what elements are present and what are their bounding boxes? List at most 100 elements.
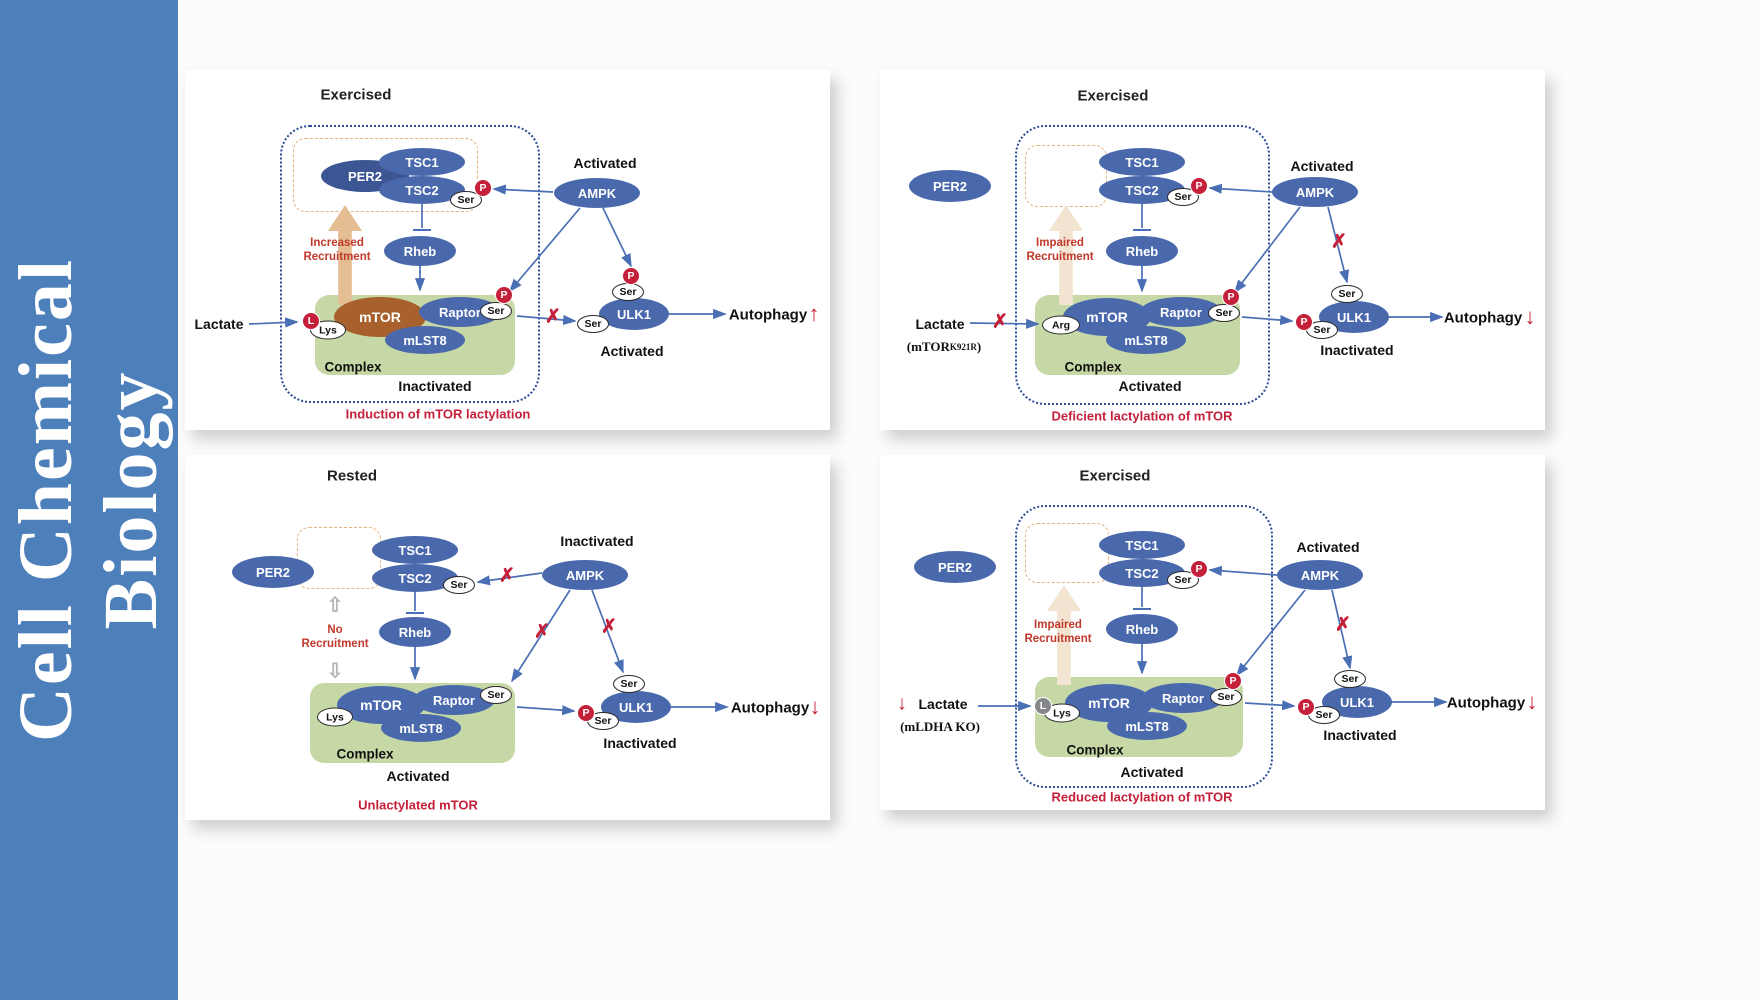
recruitment-label-line2: Recruitment [303,251,371,263]
node-per2: PER2 [909,170,991,202]
arrow-ampk-to-tsc2 [1208,565,1278,576]
panel-exercised-mldha-ko: Exercised PER2 Impaired Recruitment TSC1… [880,455,1545,810]
autophagy-down-arrow: ↓ [1526,689,1538,714]
recruitment-label-line1: Impaired [1036,237,1084,250]
panel-title: Exercised [320,86,392,104]
block-x-mark: ✗ [545,306,561,328]
arrow-ampk-to-tsc2 [1208,183,1273,194]
ser-site: Ser [1167,188,1199,206]
autophagy-label: Autophagy [1446,694,1526,712]
block-x-mark: ✗ [499,565,515,587]
node-ulk1: ULK1 [599,298,669,330]
ser-site: Ser [480,686,512,704]
phospho-mark: P [1190,560,1208,578]
arrow-complex-to-ulk1 [1241,314,1294,326]
arrow-ampk-to-ulk1 [602,207,632,268]
autophagy-label: Autophagy [730,699,810,717]
arrow-lactate-to-lys [248,317,299,328]
panel-title: Exercised [1079,467,1151,485]
phospho-mark: P [1224,672,1242,690]
node-mlst8: mLST8 [381,714,461,742]
phospho-mark: P [1222,288,1240,306]
pathway-arrows [969,183,1444,329]
node-per2: PER2 [914,551,996,583]
lactyl-mark-gray: L [1034,697,1052,715]
node-mlst8: mLST8 [1106,326,1186,354]
node-mlst8: mLST8 [385,326,465,354]
node-tsc1: TSC1 [372,536,458,564]
node-rheb: Rheb [1106,236,1178,266]
ampk-state: Inactivated [560,533,634,549]
panel-caption: Reduced lactylation of mTOR [1051,789,1233,805]
arrow-complex-to-ulk1 [516,705,576,716]
autophagy-up-arrow: ↑ [808,301,820,326]
journal-title-line1: Cell Chemical [3,257,88,743]
arrow-ampk-to-complex [508,207,581,293]
journal-banner: Cell Chemical Biology [0,0,178,1000]
ulk1-state: Inactivated [1320,342,1394,358]
phospho-mark: P [474,179,492,197]
arrow-ampk-to-complex [511,589,571,683]
lys-site: Lys [310,320,346,340]
arrow-complex-to-ulk1 [1244,700,1296,711]
complex-label: Complex [324,359,382,375]
phospho-mark: P [495,286,513,304]
no-recruitment-down-icon: ⇩ [326,660,344,683]
panel-exercised-k921r: Exercised PER2 Impaired Recruitment TSC1… [880,70,1545,430]
mutant-label-sup: K921R [949,342,977,352]
panel-rested-unlactylated: Rested PER2 ⇧ No Recruitment ⇩ TSC1 TSC2… [185,455,830,820]
block-x-mark: ✗ [992,311,1008,333]
autophagy-label: Autophagy [1443,309,1523,327]
pathway-arrows [406,572,729,716]
ser-site: Ser [1208,304,1240,322]
lactate-label: Lactate [915,316,965,332]
recruitment-label: Increased Recruitment [303,237,370,265]
autophagy-down-arrow: ↓ [1524,304,1536,329]
ser-site: Ser [450,191,482,209]
ko-label: (mLDHA KO) [900,719,980,734]
ser-site: Ser [577,315,609,333]
node-ampk: AMPK [1277,560,1363,590]
arrow-ampk-to-ulk1 [1327,206,1350,284]
ampk-state: Activated [1290,158,1354,174]
ser-site: Ser [612,283,644,301]
panel-title: Exercised [1077,87,1149,105]
ser-site: Ser [1210,688,1242,706]
panel-caption: Deficient lactylation of mTOR [1051,408,1233,424]
panel-exercised-induction: Exercised Increased Recruitment PER2 TSC… [185,70,830,430]
phospho-mark: P [1295,313,1313,331]
pathway-arrows [248,184,727,328]
ser-site: Ser [1334,670,1366,688]
journal-title: Cell Chemical Biology [4,258,174,742]
complex-label: Complex [1066,742,1124,758]
node-mlst8: mLST8 [1107,712,1187,740]
recruitment-label-line1: No [327,624,343,637]
phospho-mark: P [577,704,595,722]
block-x-mark: ✗ [534,621,550,643]
ulk1-state: Inactivated [603,735,677,751]
recruitment-zone [293,138,478,212]
node-rheb: Rheb [379,617,451,647]
autophagy-label: Autophagy [728,306,808,324]
block-x-mark: ✗ [1331,231,1347,253]
complex-state: Activated [1120,764,1184,780]
recruitment-label: Impaired Recruitment [1024,619,1091,647]
node-ampk: AMPK [1272,177,1358,207]
mutant-label-pre: (mTOR [906,339,950,354]
recruitment-label-line2: Recruitment [1024,633,1092,645]
ser-site: Ser [443,576,475,594]
recruitment-label: Impaired Recruitment [1026,237,1093,265]
no-recruitment-up-icon: ⇧ [326,594,344,617]
pathway-boundary [280,125,540,403]
arrow-lactate-to-arg [969,318,1040,329]
arg-site: Arg [1042,315,1080,335]
complex-label: Complex [336,746,394,762]
node-per2: PER2 [232,556,314,588]
complex-label: Complex [1064,359,1122,375]
recruitment-label-line1: Increased [310,237,364,250]
recruitment-label-line1: Impaired [1034,619,1082,632]
panel-caption: Unlactylated mTOR [358,797,478,813]
lactyl-mark: L [302,312,320,330]
block-x-mark: ✗ [601,616,617,638]
